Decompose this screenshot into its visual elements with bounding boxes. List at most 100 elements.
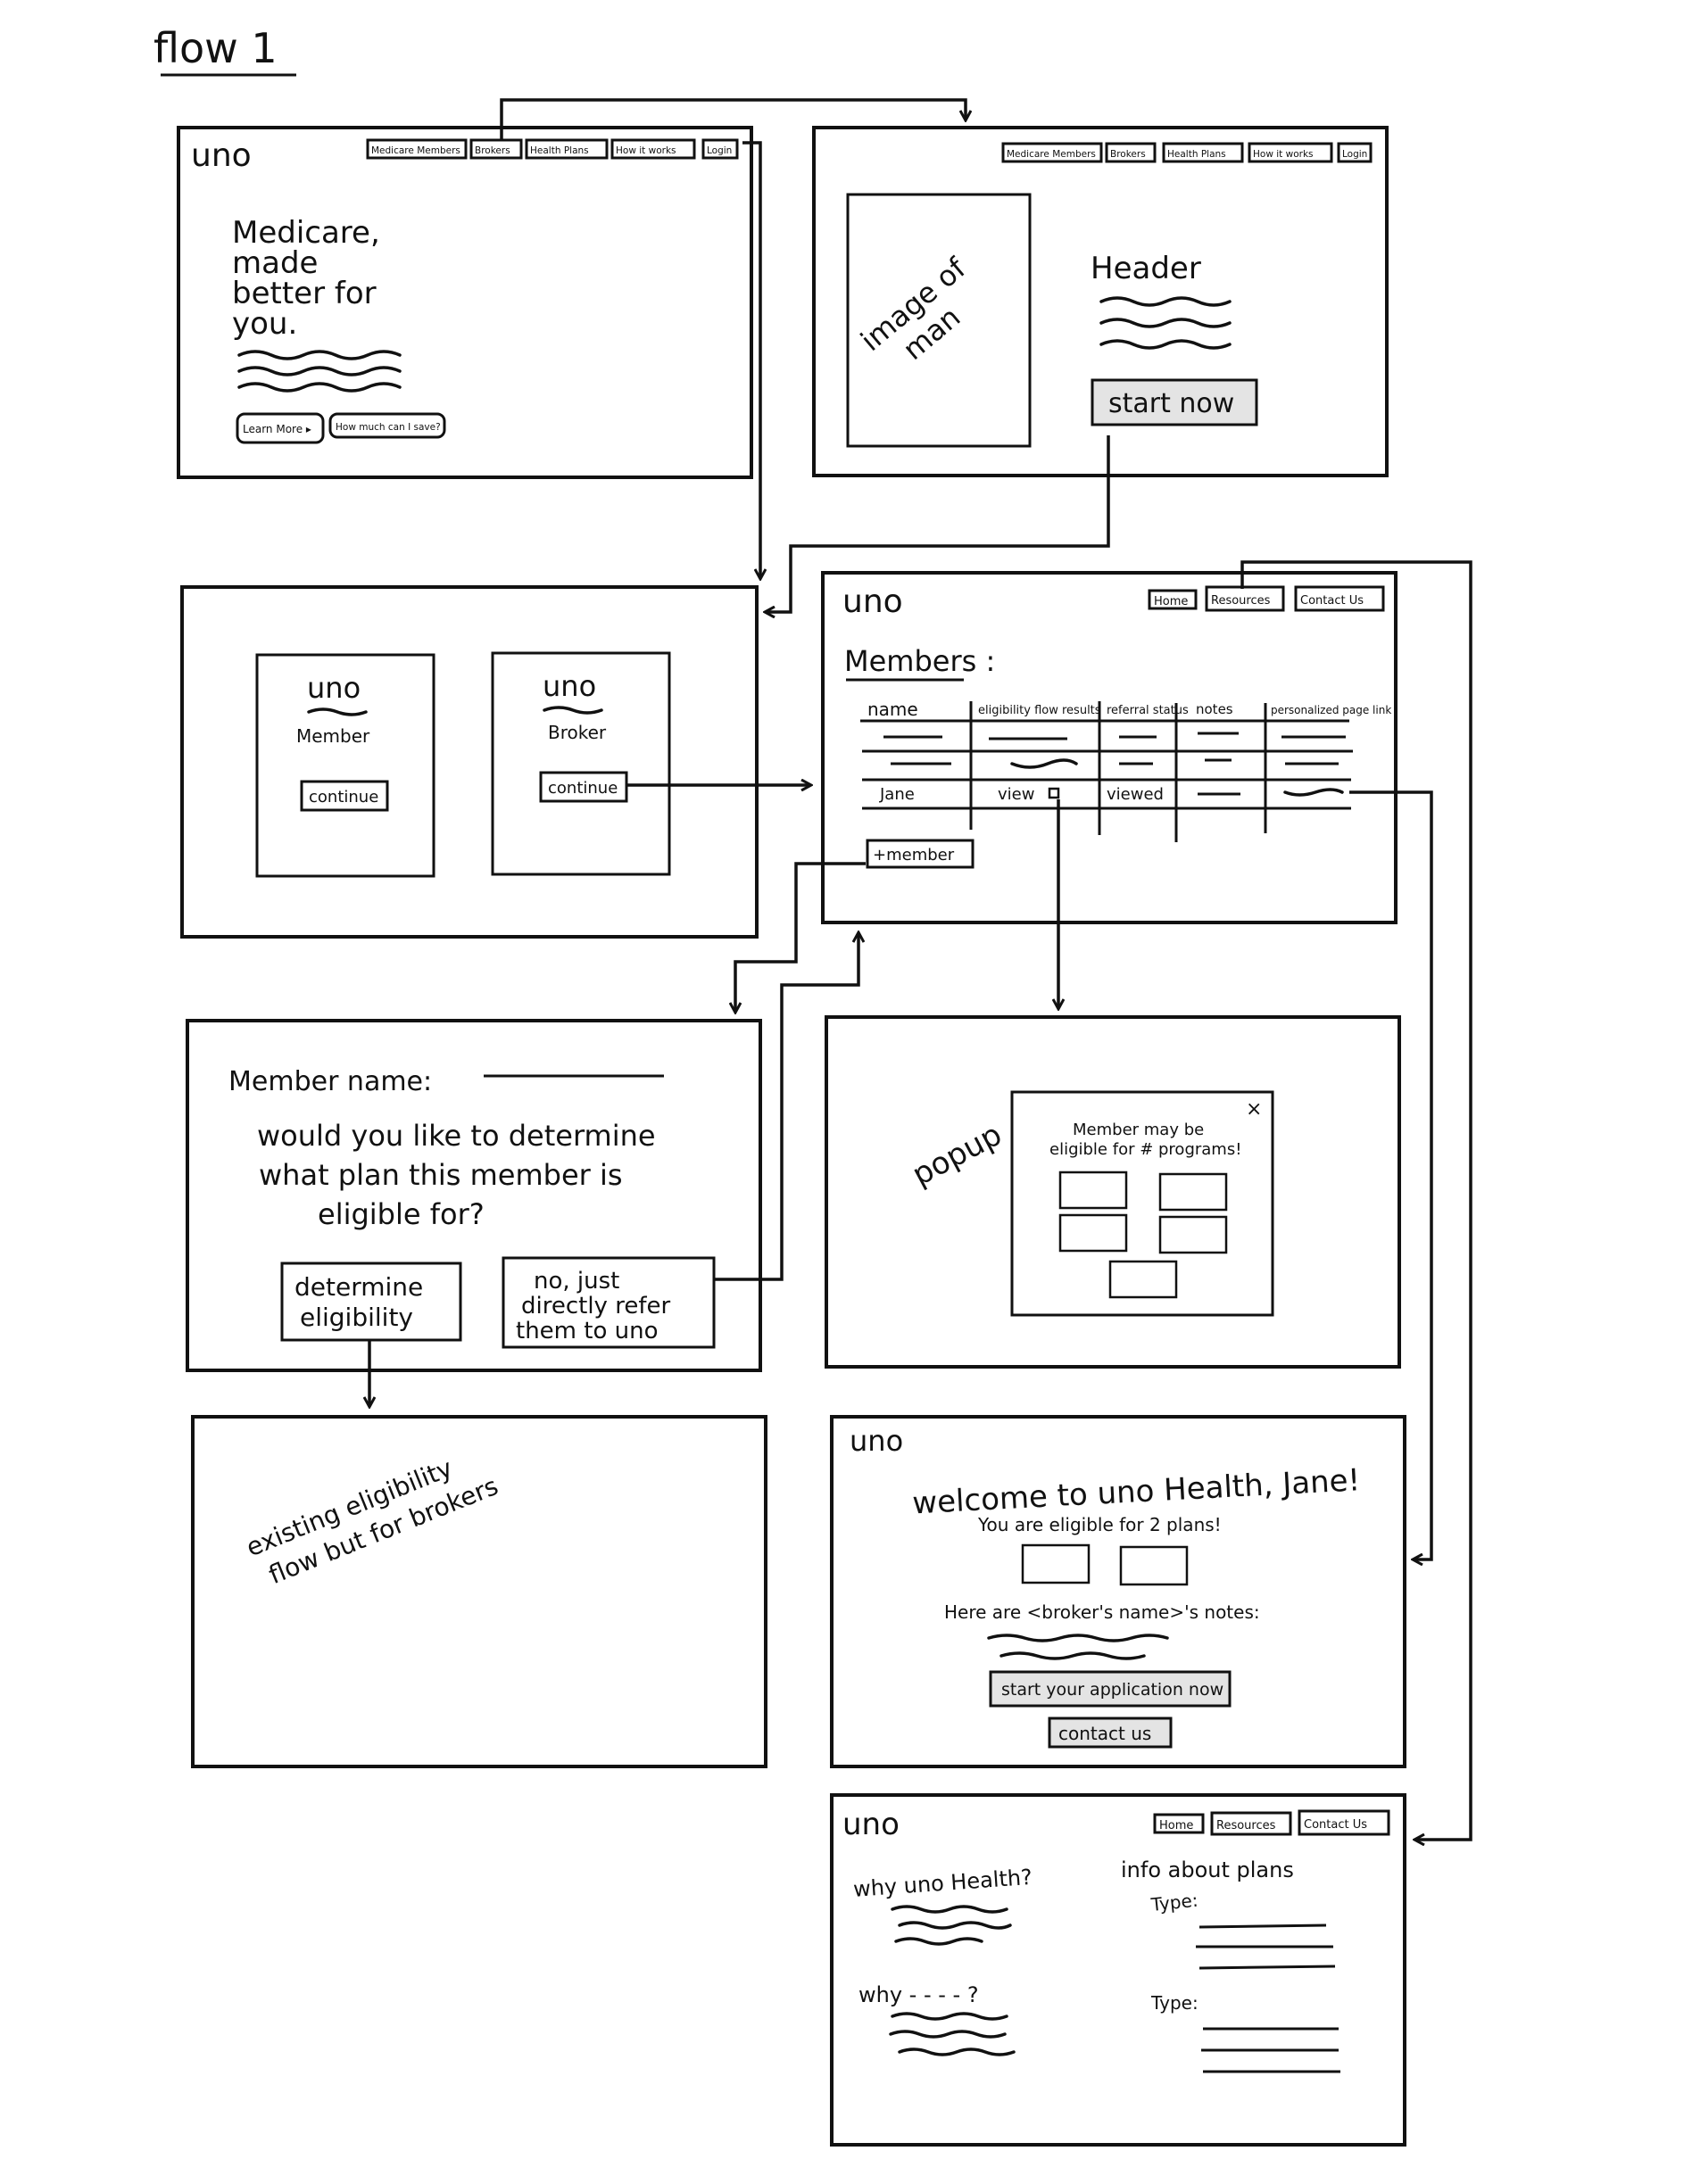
nav-login-label: Login [1342,149,1367,160]
broker-continue-button[interactable] [539,771,628,803]
placeholder-text-line [999,1651,1146,1660]
row-jane-view-link[interactable]: view [998,785,1034,804]
nav-login[interactable] [1337,142,1373,163]
broker-continue-label: continue [548,779,618,798]
broker-card-logo: uno [543,669,596,703]
flow-arrows [369,98,1472,1840]
add-member-button[interactable] [866,839,975,869]
placeholder-text-line [237,350,402,360]
arrow-login-to-role-select [742,141,760,578]
nav-brokers-label: Brokers [475,145,510,156]
nav-medicare-members[interactable] [1001,142,1103,163]
row-jane-page-link[interactable] [1283,788,1344,797]
contact-us-button[interactable] [1048,1717,1173,1749]
popup-screen-frame: popup × Member may be eligible for # pro… [825,1015,1401,1369]
nav-health-plans[interactable] [1162,142,1244,163]
landing-headline-2: made [232,245,318,281]
placeholder-text-line [987,1634,1169,1642]
placeholder-text-line [898,2048,1016,2056]
resources-logo: uno [842,1807,900,1842]
column-header-referral: referral status [1107,704,1189,717]
nav-contact-us[interactable] [1298,1809,1390,1836]
landing-headline-1: Medicare, [232,215,380,251]
program-card[interactable] [1058,1213,1128,1253]
landing-logo: uno [191,137,252,174]
placeholder-text-line [1198,1965,1336,1970]
eligibility-popup: × Member may be eligible for # programs! [1010,1090,1274,1317]
nav-brokers-label: Brokers [1110,149,1146,160]
determine-eligibility-label-1: determine [294,1272,423,1302]
nav-medicare-members-label: Medicare Members [1007,149,1096,160]
landing-frame: uno Medicare Members Brokers Health Plan… [177,126,753,479]
how-much-save-button[interactable] [328,412,446,439]
start-now-button[interactable] [1091,378,1258,426]
welcome-page-frame: uno welcome to uno Health, Jane! You are… [830,1415,1406,1768]
how-much-save-label: How much can I save? [336,422,441,433]
nav-brokers[interactable] [1105,142,1157,163]
prompt-question-1: would you like to determine [257,1119,656,1153]
welcome-title: welcome to uno Health, Jane! [911,1462,1361,1521]
placeholder-text-line [237,366,402,376]
role-select-frame: uno Member continue uno Broker continue [180,585,759,939]
member-continue-button[interactable] [300,780,389,812]
program-card[interactable] [1158,1172,1228,1212]
placeholder-text-line [891,1905,1008,1914]
nav-health-plans-label: Health Plans [530,145,589,156]
nav-contact-us[interactable] [1294,585,1385,612]
nav-how-it-works[interactable] [610,138,696,160]
nav-how-it-works[interactable] [1248,142,1333,163]
nav-medicare-members-label: Medicare Members [371,145,460,156]
popup-message-1: Member may be [1073,1121,1204,1139]
external-link-icon[interactable] [1048,787,1060,799]
placeholder-text-line [1198,1923,1327,1929]
landing-nav: Medicare Members Brokers Health Plans Ho… [366,138,739,160]
nav-home-label: Home [1159,1819,1193,1832]
nav-resources[interactable] [1205,585,1285,612]
broker-card-role: Broker [548,722,607,743]
plan-card[interactable] [1119,1545,1189,1586]
members-heading: Members : [844,644,995,678]
prompt-question-3: eligible for? [318,1197,485,1231]
popup-message-2: eligible for # programs! [1049,1140,1241,1159]
direct-refer-label-2: directly refer [521,1293,670,1320]
member-prompt-frame: Member name: would you like to determine… [186,1019,762,1372]
plan-card[interactable] [1021,1543,1091,1584]
program-card[interactable] [1058,1171,1128,1210]
direct-refer-label-3: them to uno [516,1318,659,1344]
nav-resources[interactable] [1210,1811,1292,1836]
member-name-label: Member name: [228,1066,432,1097]
nav-home[interactable] [1148,589,1198,610]
dashboard-logo: uno [842,583,903,620]
broker-notes-label: Here are <broker's name>'s notes: [944,1601,1260,1623]
nav-login[interactable] [701,138,739,160]
arrow-direct-refer-to-dashboard [714,933,858,1281]
start-application-button[interactable] [989,1670,1232,1708]
determine-eligibility-button[interactable] [280,1262,462,1342]
nav-medicare-members[interactable] [366,138,468,160]
nav-health-plans[interactable] [525,138,609,160]
nav-brokers[interactable] [469,138,523,160]
member-continue-label: continue [309,788,378,807]
logo-underline [307,707,368,716]
column-header-page-link: personalized page link [1271,704,1391,716]
nav-resources-label: Resources [1211,594,1271,608]
popup-close-icon[interactable]: × [1246,1098,1262,1121]
nav-home[interactable] [1153,1813,1205,1834]
arrow-resources-to-resources-page [1240,560,1472,1840]
resources-page-frame: uno Home Resources Contact Us why uno He… [830,1793,1406,2147]
program-card[interactable] [1108,1260,1178,1299]
placeholder-text-line [889,2030,1007,2039]
learn-more-button[interactable] [236,412,325,444]
brokers-page-frame: Medicare Members Brokers Health Plans Ho… [812,126,1389,477]
table-row[interactable]: Jane view viewed [879,785,1344,804]
direct-refer-button[interactable] [502,1256,716,1349]
members-table: name eligibility flow results referral s… [860,699,1391,842]
placeholder-text-line [237,382,402,393]
program-card[interactable] [1158,1215,1228,1254]
member-card [255,653,435,878]
arrow-start-now-to-role-select [766,435,1110,612]
broker-card [491,651,671,876]
welcome-logo: uno [850,1424,903,1458]
existing-flow-frame: existing eligibility flow but for broker… [191,1415,767,1768]
